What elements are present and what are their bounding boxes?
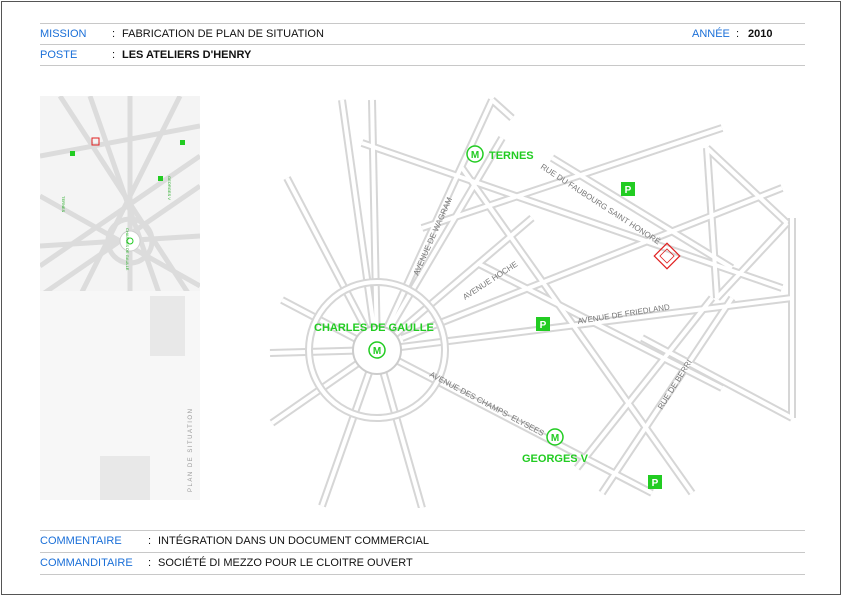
street-label-faubourg-saint-honore: RUE DU FAUBOURG SAINT HONORÉ — [539, 162, 662, 246]
header-top-rule — [40, 23, 805, 24]
metro-marker-charles: M — [368, 341, 386, 359]
thumbnail-parking-markers — [70, 140, 185, 181]
etoile-outer-ring-gap — [307, 280, 447, 420]
parking-marker-friedland: P — [536, 317, 550, 331]
header-bottom-rule — [40, 65, 805, 66]
thumbnail-label-ternes: TERNES — [61, 196, 66, 213]
commentaire-row: COMMENTAIRE : INTÉGRATION DANS UN DOCUME… — [40, 531, 805, 552]
station-label-georges-v: GEORGES V — [522, 453, 589, 465]
location-marker — [653, 242, 681, 270]
thumbnail-caption: PLAN DE SITUATION — [188, 408, 194, 492]
poste-colon: : — [112, 49, 116, 61]
commentaire-label: COMMENTAIRE — [40, 535, 122, 547]
parking-marker-faubourg: P — [621, 182, 635, 196]
footer-top-rule — [40, 530, 805, 531]
metro-symbol-charles: M — [373, 346, 381, 357]
commanditaire-value: SOCIÉTÉ DI MEZZO POUR LE CLOITRE OUVERT — [158, 557, 413, 569]
parking-symbol-faubourg: P — [625, 185, 632, 196]
parking-symbol-friedland: P — [540, 320, 547, 331]
poste-row: POSTE : LES ATELIERS D'HENRY — [40, 45, 805, 66]
footer-bottom-rule — [40, 574, 805, 575]
mission-row: MISSION : FABRICATION DE PLAN DE SITUATI… — [40, 24, 805, 45]
commanditaire-colon: : — [148, 557, 152, 569]
metro-marker-ternes: M — [466, 145, 484, 163]
metro-symbol-georges: M — [551, 433, 559, 444]
annee-colon: : — [736, 28, 740, 40]
poste-label: POSTE — [40, 49, 78, 61]
thumbnail-label-georges: GEORGES V — [167, 176, 172, 200]
annee-value: 2010 — [748, 28, 773, 40]
annee-label: ANNÉE — [692, 28, 730, 40]
thumbnail-roundabout — [105, 216, 155, 266]
thumbnail-metro-marker — [126, 237, 134, 245]
commanditaire-row: COMMANDITAIRE : SOCIÉTÉ DI MEZZO POUR LE… — [40, 553, 805, 574]
station-label-ternes: TERNES — [489, 150, 534, 162]
thumbnail-plan: TERNES CHARLES DE GAULLE GEORGES V PLAN … — [40, 96, 200, 500]
footer-mid-rule — [40, 552, 805, 553]
parking-marker-champs: P — [648, 475, 662, 489]
station-label-charles-de-gaulle: CHARLES DE GAULLE — [314, 322, 434, 334]
commentaire-value: INTÉGRATION DANS UN DOCUMENT COMMERCIAL — [158, 535, 429, 547]
thumbnail-label-charles: CHARLES DE GAULLE — [125, 228, 130, 271]
commanditaire-label: COMMANDITAIRE — [40, 557, 133, 569]
header-mid-rule — [40, 44, 805, 45]
metro-marker-georges: M — [546, 428, 564, 446]
commentaire-colon: : — [148, 535, 152, 547]
poste-value: LES ATELIERS D'HENRY — [122, 49, 252, 61]
situation-map: M M M TERNES CHARLES DE GAULLE GEORGES V… — [269, 97, 796, 508]
mission-colon: : — [112, 28, 116, 40]
thumbnail-location-marker — [91, 137, 100, 146]
street-label-champs-elysees: AVENUE DES CHAMPS- ELYSEES — [428, 370, 545, 438]
thumbnail-roundabout-center — [119, 230, 141, 252]
parking-symbol-champs: P — [652, 478, 659, 489]
thumbnail-blocks — [100, 296, 185, 500]
mission-label: MISSION — [40, 28, 87, 40]
mission-value: FABRICATION DE PLAN DE SITUATION — [122, 28, 324, 40]
metro-symbol-ternes: M — [471, 150, 479, 161]
